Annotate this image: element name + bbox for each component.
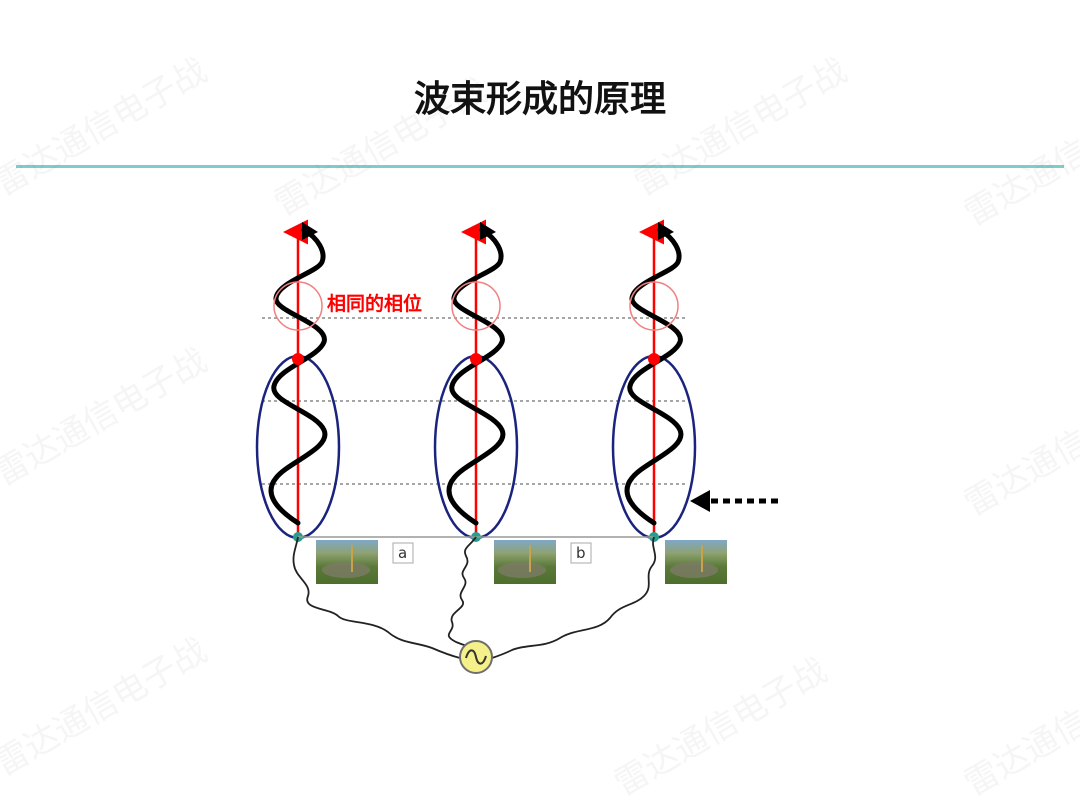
antenna-element-3 xyxy=(611,219,697,542)
phase-circle xyxy=(273,281,323,331)
phase-point xyxy=(648,353,660,365)
ac-source-icon xyxy=(459,640,493,674)
wave-arrowhead xyxy=(480,222,496,240)
photo-thumbnail xyxy=(665,540,727,584)
photo-thumbnail xyxy=(494,540,556,584)
wave-arrowhead xyxy=(658,222,674,240)
wave xyxy=(268,227,328,526)
label-box-a xyxy=(392,542,414,564)
element-label-a: a xyxy=(398,544,407,562)
label-box-b xyxy=(570,542,592,564)
antenna-element-2 xyxy=(433,219,519,542)
incoming-arrow-icon xyxy=(690,490,778,512)
phase-point xyxy=(470,353,482,365)
photo-thumbnail xyxy=(316,540,378,584)
feed-cable xyxy=(491,536,657,659)
phase-circle xyxy=(451,281,501,331)
feed-cable xyxy=(292,536,461,659)
title-divider xyxy=(16,165,1064,168)
element-label-b: b xyxy=(576,544,586,562)
wave xyxy=(624,227,684,526)
phase-circle xyxy=(629,281,679,331)
page-title: 波束形成的原理 xyxy=(413,79,666,120)
feed-cable xyxy=(447,536,477,648)
wave-arrowhead xyxy=(302,222,318,240)
wave xyxy=(446,227,506,526)
antenna-element-1 xyxy=(255,219,341,542)
phase-point xyxy=(292,353,304,365)
phase-label: 相同的相位 xyxy=(327,292,422,315)
